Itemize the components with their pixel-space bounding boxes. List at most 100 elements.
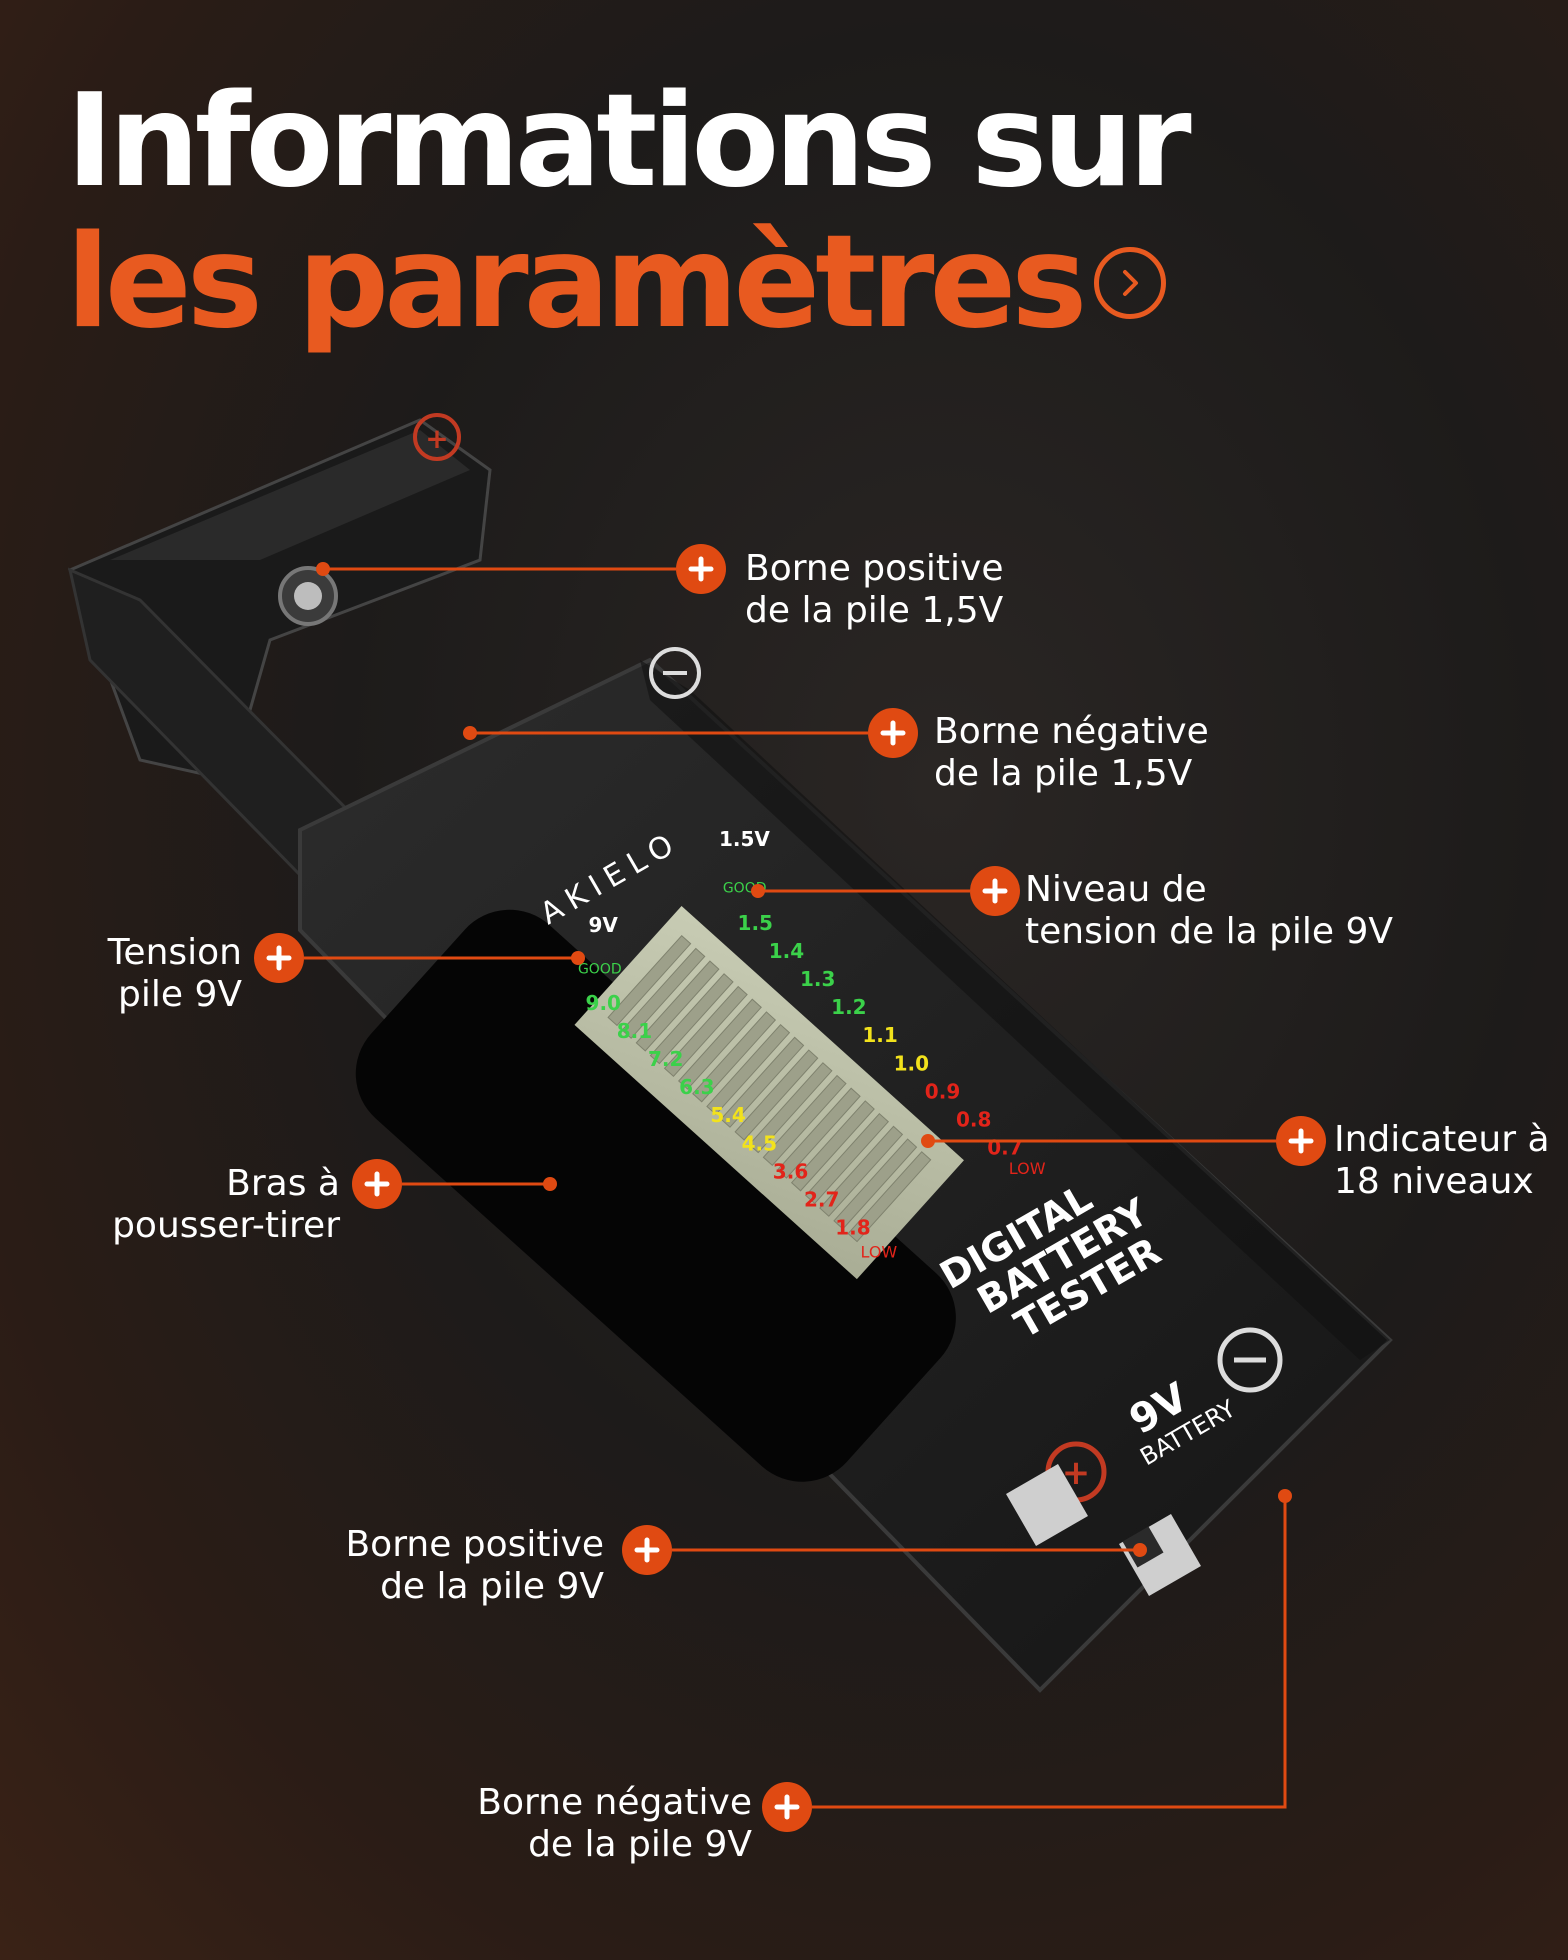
minus-terminal-icon-9v xyxy=(1217,1327,1283,1393)
lcd-segment xyxy=(805,1112,889,1205)
scale-value: 0.8 xyxy=(956,1108,991,1132)
callout-neg9-plus-button[interactable] xyxy=(762,1782,812,1832)
lcd-segment xyxy=(663,985,748,1078)
plus-icon xyxy=(774,1794,800,1820)
plus-icon xyxy=(634,1537,660,1563)
lcd-segment xyxy=(720,1036,805,1128)
scale-value: 0.7 xyxy=(987,1136,1022,1160)
callout-volt9-line-1: Tension xyxy=(107,932,242,973)
chevron-right-icon xyxy=(1123,270,1139,297)
lcd-segment xyxy=(734,1049,819,1141)
scale-9v: 9V GOOD 9.0 8.1 7.2 6.3 5.4 4.5 3.6 2.7 1.8 LOW xyxy=(578,913,897,1262)
callout-level9-line-2: tension de la pile 9V xyxy=(1025,911,1394,952)
callout-neg9-line-1: Borne négative xyxy=(477,1782,752,1823)
callout-arm-plus-button[interactable] xyxy=(352,1159,402,1209)
scale-15v: 1.5V GOOD 1.51.41.31.21.11.00.90.80.7 LO… xyxy=(719,827,1046,1178)
callout-volt9: Tension pile 9V xyxy=(80,932,242,1016)
callout-arm: Bras à pousser-tirer xyxy=(60,1163,340,1247)
scale-value: 1.4 xyxy=(769,939,804,963)
lcd-segment xyxy=(833,1138,918,1230)
scale-value: 7.2 xyxy=(648,1047,683,1071)
callout-level9-plus-button[interactable] xyxy=(970,866,1020,916)
callout-neg15-plus-button[interactable] xyxy=(868,708,918,758)
scale-value: 4.5 xyxy=(742,1131,777,1155)
scale-9v-good: GOOD xyxy=(578,961,622,977)
scale-15v-header: 1.5V xyxy=(719,827,770,851)
scale-value: 8.1 xyxy=(617,1019,652,1043)
callout-volt9-line-2: pile 9V xyxy=(118,974,242,1015)
plus-icon xyxy=(880,720,906,746)
svg-text:+: + xyxy=(425,422,448,455)
plus-icon xyxy=(982,878,1008,904)
display-window xyxy=(355,909,956,1482)
lcd-bar-segments xyxy=(607,934,932,1243)
plus-icon xyxy=(1288,1128,1314,1154)
callout-neg15-line-1: Borne négative xyxy=(934,711,1209,752)
callout-pos15-line-2: de la pile 1,5V xyxy=(745,590,1004,631)
scale-value: 2.7 xyxy=(804,1188,839,1212)
scale-value: 0.9 xyxy=(925,1079,960,1103)
callout-volt9-plus-button[interactable] xyxy=(254,933,304,983)
lcd-segment xyxy=(692,1011,777,1103)
callout-neg9: Borne négative de la pile 9V xyxy=(430,1782,752,1866)
lcd-segment xyxy=(847,1151,932,1243)
lcd-segment xyxy=(635,960,720,1052)
scale-value: 1.1 xyxy=(862,1023,897,1047)
callout-arm-line-1: Bras à xyxy=(226,1163,340,1204)
callout-arm-line-2: pousser-tirer xyxy=(112,1205,340,1246)
callout-level9-line-1: Niveau de xyxy=(1025,869,1207,910)
heading-line-2: les paramètres xyxy=(66,207,1187,357)
callout-neg9-line-2: de la pile 9V xyxy=(528,1824,752,1865)
callout-pos9-plus-button[interactable] xyxy=(622,1525,672,1575)
lcd-segment xyxy=(621,947,706,1039)
callout-pos15: Borne positive de la pile 1,5V xyxy=(745,548,1004,632)
callout-neg15-line-2: de la pile 1,5V xyxy=(934,753,1193,794)
callout-level9: Niveau de tension de la pile 9V xyxy=(1025,869,1393,953)
scale-value: 6.3 xyxy=(679,1075,714,1099)
lcd-panel xyxy=(574,905,964,1280)
lcd-segment xyxy=(819,1125,904,1217)
scale-9v-header: 9V xyxy=(589,913,619,937)
scale-value: 1.8 xyxy=(835,1216,870,1240)
scale-value: 1.5 xyxy=(738,911,773,935)
callout-ind18: Indicateur à 18 niveaux xyxy=(1334,1119,1550,1203)
lcd-segment xyxy=(762,1074,847,1167)
page-heading: Informations sur les paramètres xyxy=(66,67,1192,357)
callout-pos15-plus-button[interactable] xyxy=(676,544,726,594)
plus-icon xyxy=(688,556,714,582)
plus-icon xyxy=(266,945,292,971)
lcd-segment xyxy=(607,934,692,1027)
heading-line-2-text: les paramètres xyxy=(66,207,1087,357)
scale-value: 3.6 xyxy=(773,1159,808,1183)
scale-15v-low: LOW xyxy=(1009,1159,1046,1178)
lcd-segment xyxy=(748,1062,833,1154)
plus-terminal-icon xyxy=(413,413,461,461)
callout-ind18-plus-button[interactable] xyxy=(1276,1116,1326,1166)
callout-pos9-line-1: Borne positive xyxy=(345,1524,604,1565)
scale-9v-low: LOW xyxy=(860,1242,897,1261)
callout-pos15-line-1: Borne positive xyxy=(745,548,1004,589)
callout-pos9: Borne positive de la pile 9V xyxy=(300,1524,604,1608)
lcd-segment xyxy=(706,1023,791,1116)
next-arrow-button[interactable] xyxy=(1094,247,1167,320)
positive-terminal-9v xyxy=(1006,1464,1088,1546)
callout-neg15: Borne négative de la pile 1,5V xyxy=(934,711,1209,795)
lcd-segment xyxy=(790,1100,875,1192)
scale-value: 1.3 xyxy=(800,967,835,991)
scale-value: 5.4 xyxy=(710,1103,745,1127)
scale-value: 1.0 xyxy=(894,1051,929,1075)
callout-dots xyxy=(316,562,1292,1557)
heading-line-1: Informations sur xyxy=(66,67,1192,216)
scale-value: 9.0 xyxy=(586,991,621,1015)
lcd-segment xyxy=(776,1087,861,1179)
callout-ind18-line-1: Indicateur à xyxy=(1334,1119,1550,1160)
minus-terminal-icon xyxy=(649,647,701,699)
lcd-segment xyxy=(677,998,762,1090)
callout-pos9-line-2: de la pile 9V xyxy=(380,1566,604,1607)
plus-icon xyxy=(364,1171,390,1197)
scale-value: 1.2 xyxy=(831,995,866,1019)
callout-ind18-line-2: 18 niveaux xyxy=(1334,1161,1534,1202)
callout-lines xyxy=(304,567,1287,1809)
lcd-segment xyxy=(649,973,734,1065)
